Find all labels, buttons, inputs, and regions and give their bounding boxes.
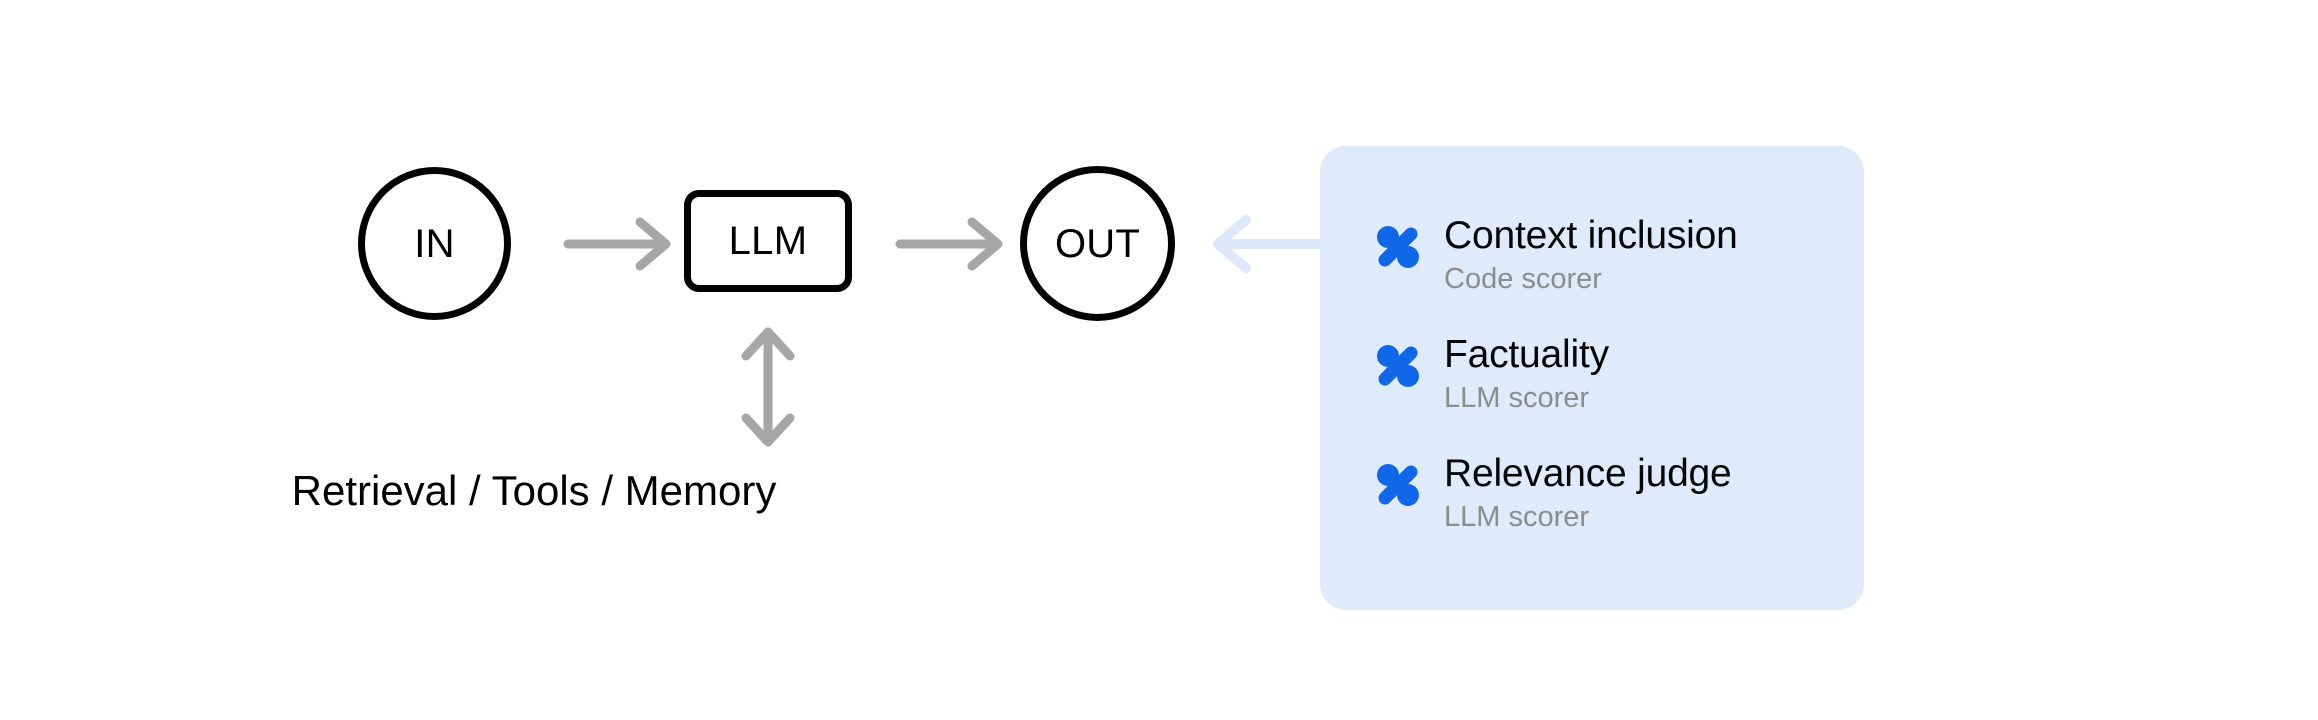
scorer-title: Factuality (1444, 332, 1609, 376)
node-out-label: OUT (1054, 221, 1141, 266)
node-in-label: IN (414, 221, 455, 266)
percent-scorer-icon (1377, 463, 1419, 506)
node-in: IN (358, 167, 511, 320)
scorer-list-item[interactable]: Context inclusion Code scorer (1374, 214, 1864, 297)
scorer-text: Context inclusion Code scorer (1444, 214, 1738, 297)
scorer-panel: Context inclusion Code scorer Factuality… (1320, 146, 1864, 610)
node-llm-label: LLM (728, 219, 808, 263)
scorer-title: Relevance judge (1444, 451, 1732, 495)
node-llm: LLM (684, 190, 852, 292)
scorer-list-item[interactable]: Relevance judge LLM scorer (1374, 452, 1864, 535)
arrow-in-to-llm (563, 217, 671, 271)
arrow-llm-to-out (895, 217, 1003, 271)
scorer-subtitle: LLM scorer (1444, 381, 1590, 414)
arrow-llm-to-tools-bidirectional (741, 327, 795, 447)
scorer-title: Context inclusion (1444, 214, 1738, 257)
scorer-text: Factuality LLM scorer (1444, 333, 1609, 416)
percent-scorer-icon (1377, 226, 1419, 268)
tools-caption: Retrieval / Tools / Memory (291, 467, 777, 514)
scorer-list-item[interactable]: Factuality LLM scorer (1374, 333, 1864, 416)
scorer-subtitle: LLM scorer (1444, 500, 1590, 533)
scorer-subtitle: Code scorer (1444, 262, 1602, 295)
arrow-scorers-to-out (1213, 215, 1335, 273)
percent-scorer-icon (1377, 344, 1419, 387)
scorer-text: Relevance judge LLM scorer (1444, 452, 1732, 535)
node-out: OUT (1020, 166, 1175, 321)
